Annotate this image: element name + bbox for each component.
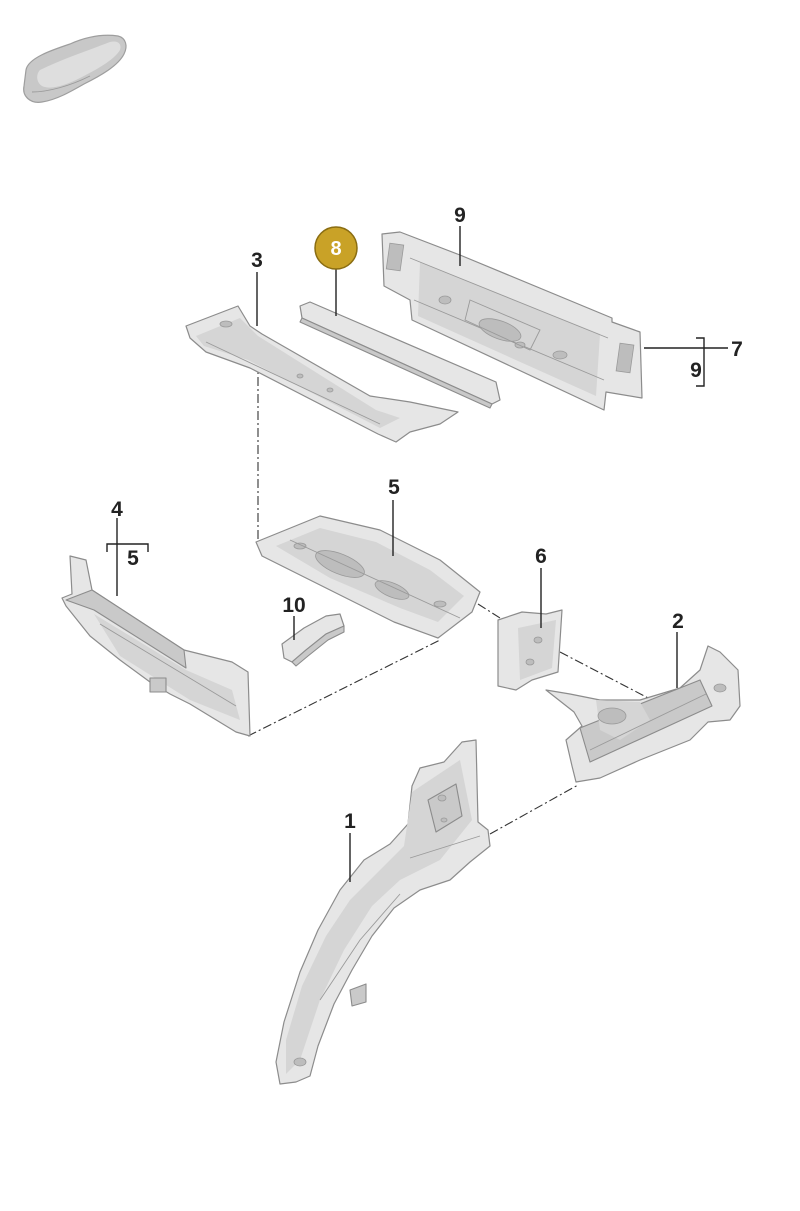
part-5-floor-panel[interactable]: [255, 515, 481, 639]
callout-8: 8: [330, 238, 341, 260]
callout-6: 6: [535, 545, 547, 568]
part-4-side-sill[interactable]: [61, 555, 251, 737]
callout-labels: 9 3 7 9 5 4 5 6 10 2 1: [111, 204, 743, 833]
car-silhouette-icon[interactable]: [23, 34, 127, 103]
callout-3: 3: [251, 249, 263, 272]
part-10-bracket[interactable]: [281, 613, 345, 667]
part-2-rear-cross-member[interactable]: [545, 645, 741, 783]
bracket-4-5: [106, 543, 149, 552]
callout-10: 10: [282, 594, 305, 617]
leader-lines: [106, 226, 728, 882]
callout-2: 2: [672, 610, 684, 633]
part-9-rear-panel[interactable]: [381, 231, 643, 411]
part-3-cross-member[interactable]: [185, 305, 459, 443]
callout-7-sub-9: 9: [690, 359, 702, 382]
part-6-bracket-plate[interactable]: [497, 609, 563, 691]
part-1-side-member[interactable]: [275, 739, 491, 1085]
callout-4: 4: [111, 498, 123, 521]
callout-7: 7: [731, 338, 743, 361]
assembly-lines: [247, 360, 653, 835]
callout-9: 9: [454, 204, 466, 227]
bracket-7-9: [696, 337, 705, 387]
callout-4-sub-5: 5: [127, 547, 139, 570]
part-8-reinforcement-strip[interactable]: [299, 301, 501, 409]
callout-1: 1: [344, 810, 356, 833]
callout-5: 5: [388, 476, 400, 499]
highlight-badge-8[interactable]: 8: [314, 226, 358, 270]
